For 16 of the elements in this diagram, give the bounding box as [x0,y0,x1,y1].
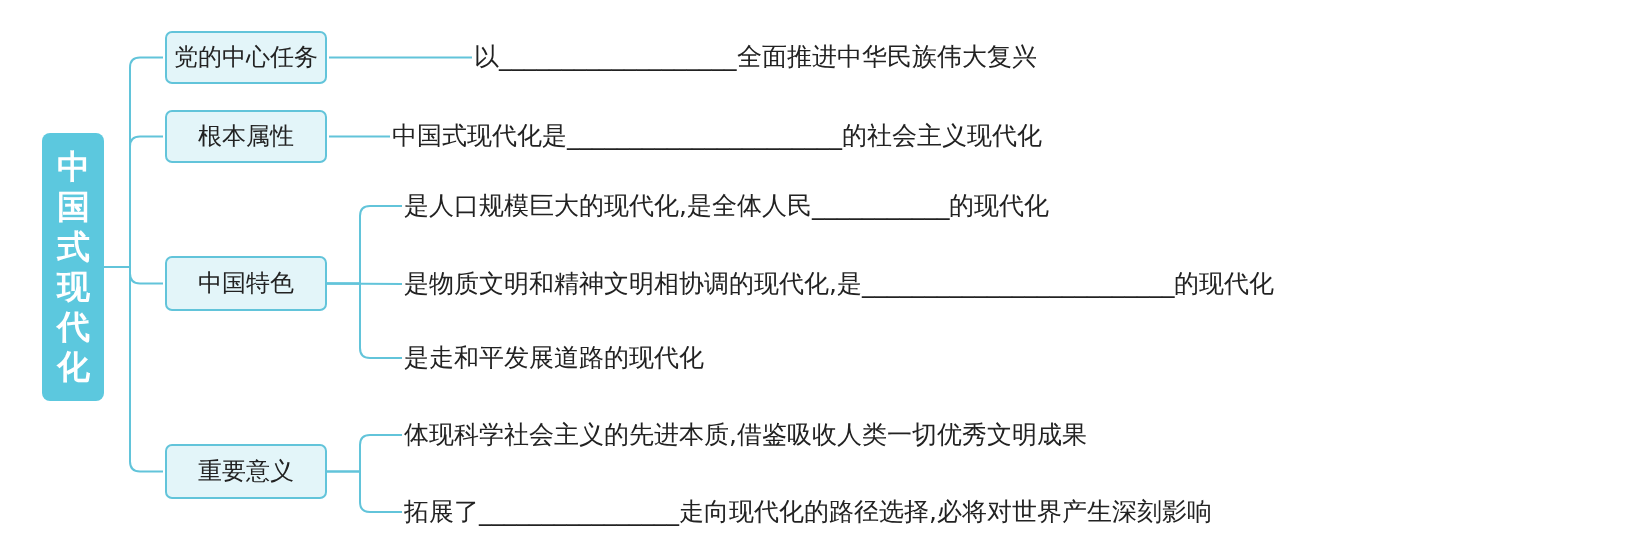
branch-text: 是走和平发展道路的现代化 [404,341,704,375]
branch-text: 体现科学社会主义的先进本质,借鉴吸收人类一切优秀文明成果 [404,418,1087,452]
category-box: 重要意义 [165,443,327,499]
category-box: 中国特色 [165,255,327,311]
category-box: 党的中心任务 [165,30,327,84]
branch-text: 中国式现代化是______________________的社会主义现代化 [392,119,1042,153]
branch-text: 是物质文明和精神文明相协调的现代化,是_________________________的现代化 [404,267,1275,301]
branch-text: 以___________________全面推进中华民族伟大复兴 [474,40,1037,74]
connector-line [326,282,403,359]
connector-line [326,470,403,513]
category-box: 根本属性 [165,109,327,163]
topic-box: 中国式现代化 [42,133,104,401]
branch-text: 是人口规模巨大的现代化,是全体人民___________的现代化 [404,189,1050,223]
connector-line [328,135,391,138]
branch-text: 拓展了________________走向现代化的路径选择,必将对世界产生深刻影响 [404,495,1212,529]
connector-line [328,56,473,59]
